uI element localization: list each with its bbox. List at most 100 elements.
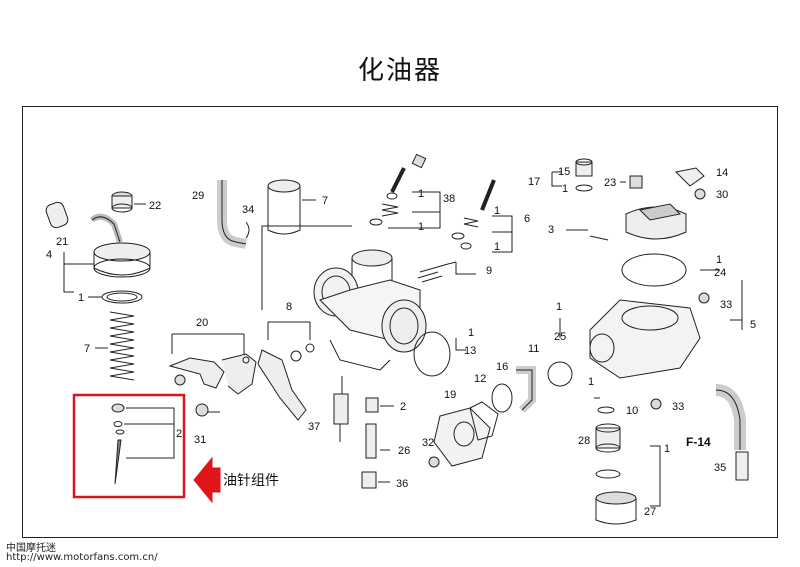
screw-31	[195, 403, 220, 417]
carburetor-body	[261, 225, 427, 371]
part-labels: 21 22 4 1 7 2 20 31 29 34 7 8 1 38 1 1 6…	[46, 166, 756, 518]
label-1-ring25: 1	[556, 301, 562, 313]
callout-label: 油针组件	[223, 473, 279, 489]
screw-30	[694, 188, 706, 200]
diagram-frame	[22, 106, 778, 538]
gasket-24	[621, 253, 720, 287]
label-14: 14	[716, 167, 728, 179]
label-38: 38	[443, 193, 455, 205]
label-9: 9	[486, 265, 492, 277]
label-32: 32	[422, 437, 434, 449]
label-1-bracket: 1	[664, 443, 670, 455]
jet-36	[361, 471, 390, 489]
o-ring-1-left	[88, 290, 143, 304]
lever-8	[257, 321, 315, 421]
slide-assembly-38	[369, 153, 441, 229]
label-34: 34	[242, 204, 254, 216]
filter-28	[595, 423, 621, 479]
label-24: 24	[714, 267, 726, 279]
label-26: 26	[398, 445, 410, 457]
callout-arrow	[193, 456, 221, 504]
fitting-23	[620, 175, 643, 189]
ring-16	[491, 383, 513, 413]
label-36: 36	[396, 478, 408, 490]
label-11: 11	[528, 343, 539, 355]
label-25: 25	[554, 331, 566, 343]
jet-2-center	[365, 397, 394, 413]
footer-url[interactable]: http://www.motorfans.com.cn/	[6, 552, 158, 563]
label-1-cap: 1	[562, 183, 568, 195]
label-1-slide-b: 1	[418, 221, 424, 233]
label-28: 28	[578, 435, 590, 447]
label-4: 4	[46, 249, 52, 261]
needle-highlight-box	[72, 393, 186, 499]
label-29: 29	[192, 190, 204, 202]
label-7-sleeve: 7	[322, 195, 328, 207]
label-1-washer: 1	[588, 376, 594, 388]
o-ring-13	[413, 331, 466, 377]
label-7-left: 7	[84, 343, 90, 355]
cap-22	[111, 191, 146, 213]
label-2-box: 2	[176, 428, 182, 440]
label-31: 31	[194, 434, 206, 446]
float-3	[566, 203, 687, 241]
label-1-gasket: 1	[716, 254, 722, 266]
sleeve-7	[267, 179, 316, 235]
hose-35	[715, 384, 749, 481]
vent-tube-21	[45, 201, 69, 229]
label-6: 6	[524, 213, 530, 225]
label-33-lower: 33	[672, 401, 684, 413]
spring-7-left	[95, 311, 135, 381]
label-2-center: 2	[400, 401, 406, 413]
label-19: 19	[444, 389, 456, 401]
label-12: 12	[474, 373, 486, 385]
float-chamber-5	[589, 280, 743, 379]
section-ref-f14: F-14	[686, 435, 711, 449]
label-30: 30	[716, 189, 728, 201]
label-15: 15	[558, 166, 570, 178]
label-17: 17	[528, 176, 540, 188]
label-33-upper: 33	[720, 299, 732, 311]
clip-14	[674, 167, 705, 187]
label-5: 5	[750, 319, 756, 331]
label-10: 10	[626, 405, 638, 417]
screw-33-lower	[650, 398, 662, 410]
jet-26	[365, 423, 390, 459]
hose-29	[217, 180, 247, 249]
label-3: 3	[548, 224, 554, 236]
gasket-12	[469, 401, 499, 441]
label-1-left: 1	[78, 292, 84, 304]
screw-33-upper	[698, 292, 710, 304]
chamber-cap-4	[63, 242, 151, 293]
washer-10	[594, 397, 615, 414]
label-35: 35	[714, 462, 726, 474]
label-1-ring: 1	[468, 327, 474, 339]
screw-9	[417, 261, 476, 283]
label-1-screw-a: 1	[494, 205, 500, 217]
label-13: 13	[464, 345, 476, 357]
footer-watermark: 中国摩托迷	[6, 543, 56, 554]
plate-32	[428, 407, 491, 468]
cap-15	[551, 158, 593, 192]
elbow-fitting	[90, 213, 123, 243]
elbow-11	[516, 366, 536, 413]
ring-25	[547, 318, 573, 387]
bracket-1	[650, 445, 661, 507]
screw-assembly-6	[451, 179, 513, 253]
label-1-slide-a: 1	[418, 188, 424, 200]
jet-needle-2	[111, 403, 175, 485]
label-16: 16	[496, 361, 508, 373]
label-22: 22	[149, 200, 161, 212]
throttle-linkage-20	[168, 333, 257, 395]
needle-37	[333, 376, 349, 442]
label-8: 8	[286, 301, 292, 313]
label-20: 20	[196, 317, 208, 329]
label-27: 27	[644, 506, 656, 518]
label-21: 21	[56, 236, 68, 248]
label-23: 23	[604, 177, 616, 189]
label-37: 37	[308, 421, 320, 433]
drain-27	[595, 491, 637, 525]
page-title: 化油器	[357, 56, 442, 86]
